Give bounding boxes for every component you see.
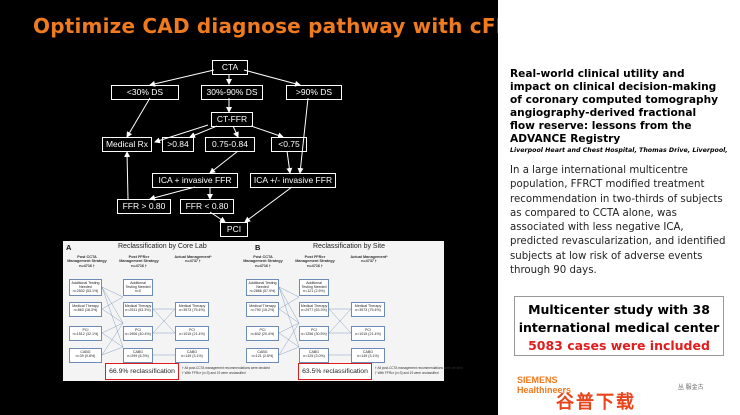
- flow-node-ctffr: CT-FFR: [211, 112, 253, 127]
- panel-b-title: Reclassification by Site: [313, 243, 385, 250]
- flowchart-arrows: [124, 69, 309, 223]
- panel-a-col3-header: Actual Management* n=4737 †: [174, 255, 212, 264]
- flow-node-lt30: <30% DS: [111, 85, 179, 100]
- slide-right-panel: Real-world clinical utility and impact o…: [498, 0, 740, 415]
- panel-a-col2-header: Post FFRᴄᴛ Management Strategy n=4716 †: [119, 255, 159, 268]
- flow-node-pci: PCI: [220, 222, 248, 237]
- callout-line-3: 5083 cases were included: [528, 338, 710, 353]
- flow-node-lt075: <0.75: [271, 137, 307, 152]
- figure-connector-lines: [101, 286, 352, 356]
- panel-b-col3-header: Actual Management* n=4737 †: [350, 255, 388, 264]
- panel-a-col1-header: Post CCTA Management Strategy n=4716 †: [67, 255, 107, 268]
- flow-node-gt90: >90% DS: [286, 85, 342, 100]
- panel-b-legend-2: † With FFRᴄᴛ (n=3) and 19 were unclassif…: [375, 371, 439, 375]
- logo-line-2: Healthineers: [517, 385, 572, 395]
- flow-node-ffr-gt: FFR > 0.80: [117, 199, 171, 214]
- flow-node-range: 0.75-0.84: [205, 137, 255, 152]
- callout-line-2: international medical center: [518, 320, 720, 335]
- article-authors: Liverpool Heart and Chest Hospital, Thom…: [510, 147, 728, 154]
- study-callout-box: Multicenter study with 38 international …: [514, 296, 724, 356]
- flow-node-cta: CTA: [212, 60, 248, 75]
- panel-a-legend-2: † With FFRᴄᴛ (n=3) and 19 were unclassif…: [182, 371, 246, 375]
- slide-left-panel: Optimize CAD diagnose pathway with cFFR: [0, 0, 525, 415]
- slide-title: Optimize CAD diagnose pathway with cFFR: [33, 14, 526, 38]
- summary-text: In a large international multicentre pop…: [510, 165, 726, 277]
- panel-a-reclassification: 66.9% reclassification: [105, 363, 179, 380]
- watermark-small: 丛 服金古: [678, 385, 704, 391]
- reclassification-figure: A Reclassification by Core Lab Post CCTA…: [63, 241, 463, 381]
- watermark-logo: 谷普下载: [556, 392, 636, 412]
- logo-line-1: SIEMENS: [517, 375, 558, 385]
- panel-a-legend-1: † All post-CCTA management recommendatio…: [182, 366, 270, 370]
- flow-node-mid: 30%-90% DS: [201, 85, 263, 100]
- flow-node-gt084: >0.84: [162, 137, 194, 152]
- siemens-healthineers-logo: SIEMENS Healthineers: [517, 375, 571, 395]
- callout-line-1: Multicenter study with 38: [528, 302, 710, 317]
- flow-node-ica-pm: ICA +/- invasive FFR: [250, 173, 336, 188]
- flow-node-medrx: Medical Rx: [102, 137, 152, 152]
- panel-b-reclassification: 63.5% reclassification: [298, 363, 372, 380]
- flow-node-ica-invasive: ICA + invasive FFR: [152, 173, 238, 188]
- panel-b-col1-header: Post CCTA Management Strategy n=4716 †: [243, 255, 283, 268]
- panel-b-letter: B: [255, 243, 261, 252]
- flow-node-ffr-lt: FFR < 0.80: [180, 199, 234, 214]
- panel-a-letter: A: [66, 243, 72, 252]
- article-title: Real-world clinical utility and impact o…: [510, 68, 719, 145]
- panel-a-title: Reclassification by Core Lab: [118, 243, 207, 250]
- panel-b-legend-1: † All post-CCTA management recommendatio…: [375, 366, 463, 370]
- panel-b-col2-header: Post FFRᴄᴛ Management Strategy n=4716 †: [295, 255, 335, 268]
